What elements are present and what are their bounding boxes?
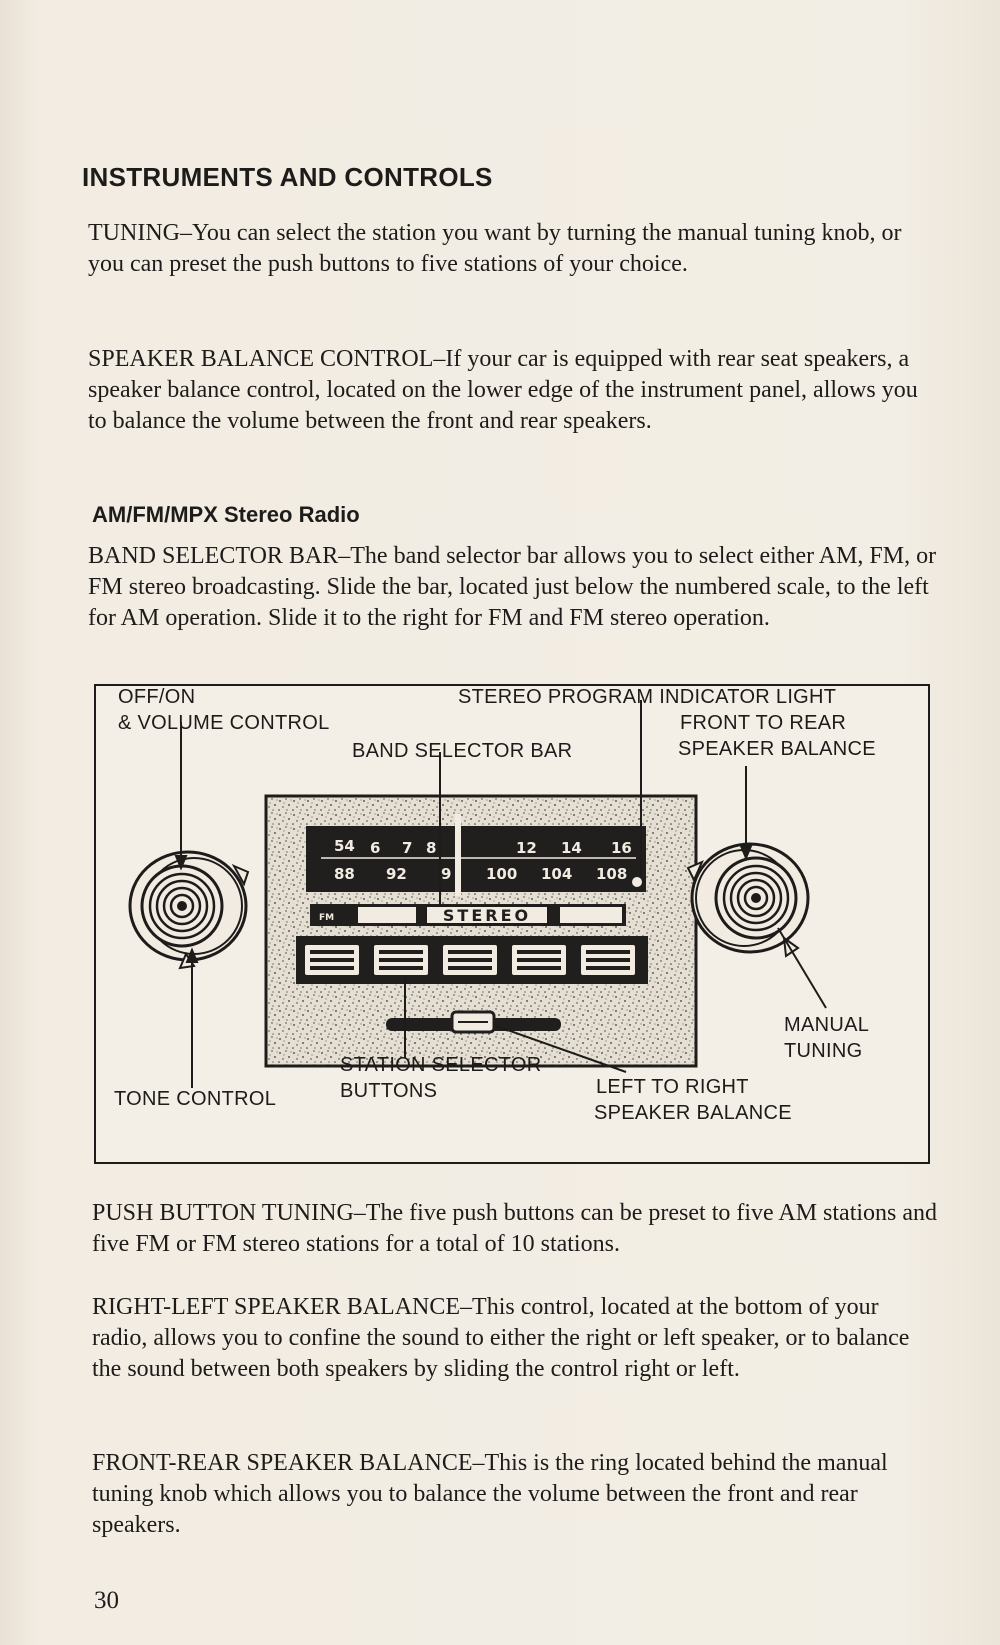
page-number: 30 [94, 1587, 119, 1614]
band-fm-text: FM [319, 913, 334, 923]
leader-lines [174, 700, 827, 1088]
paragraph-push-button-tuning: PUSH BUTTON TUNING–The five push buttons… [92, 1200, 938, 1257]
am-mark-8: 8 [426, 839, 436, 857]
band-selector-bar: FM STEREO [310, 904, 626, 926]
paragraph-front-rear-balance: FRONT-REAR SPEAKER BALANCE–This is the r… [92, 1450, 888, 1538]
manual-tuning-knob [686, 842, 810, 958]
left-right-balance-slider [386, 1010, 561, 1034]
section-subheading: AM/FM/MPX Stereo Radio [92, 502, 360, 527]
paragraph-tuning: TUNING–You can select the station you wa… [88, 220, 902, 277]
fm-mark-100: 100 [486, 865, 517, 883]
label-band-selector-bar: BAND SELECTOR BAR [352, 740, 573, 762]
am-mark-7: 7 [402, 839, 412, 857]
radio-illustration: 54 6 7 8 12 14 16 88 92 9 100 104 108 [128, 700, 827, 1088]
am-mark-14: 14 [561, 839, 582, 857]
am-mark-12: 12 [516, 839, 537, 857]
fm-mark-88: 88 [334, 865, 355, 883]
fm-mark-108: 108 [596, 865, 627, 883]
label-stereo-indicator: STEREO PROGRAM INDICATOR LIGHT [458, 686, 837, 708]
label-buttons: BUTTONS [340, 1080, 438, 1102]
label-tone-control: TONE CONTROL [114, 1088, 277, 1110]
stereo-indicator-light [632, 877, 642, 887]
label-front-to-rear: FRONT TO REAR [680, 712, 847, 734]
paragraph-right-left-balance: RIGHT-LEFT SPEAKER BALANCE–This control,… [92, 1294, 910, 1382]
fm-mark-9: 9 [441, 865, 451, 883]
am-mark-16: 16 [611, 839, 632, 857]
paragraph-speaker-balance: SPEAKER BALANCE CONTROL–If your car is e… [88, 346, 918, 434]
label-volume-control: & VOLUME CONTROL [118, 712, 330, 734]
page-heading: INSTRUMENTS AND CONTROLS [82, 162, 493, 192]
tuning-dial: 54 6 7 8 12 14 16 88 92 9 100 104 108 [306, 814, 646, 896]
am-mark-6: 6 [370, 839, 380, 857]
fm-mark-104: 104 [541, 865, 572, 883]
label-off-on: OFF/ON [118, 686, 196, 708]
label-speaker-balance: SPEAKER BALANCE [678, 738, 876, 760]
am-mark-54: 54 [334, 837, 355, 855]
label-manual: MANUAL [784, 1014, 870, 1036]
station-selector-buttons [296, 936, 648, 984]
band-stereo-text: STEREO [443, 906, 531, 925]
label-left-to-right: LEFT TO RIGHT [596, 1076, 749, 1098]
volume-knob [128, 850, 250, 970]
label-tuning: TUNING [784, 1040, 863, 1062]
paragraph-band-selector: BAND SELECTOR BAR–The band selector bar … [88, 543, 937, 631]
label-station-selector: STATION SELECTOR [340, 1054, 542, 1076]
fm-mark-92: 92 [386, 865, 407, 883]
label-lr-speaker-balance: SPEAKER BALANCE [594, 1102, 792, 1124]
radio-diagram: 54 6 7 8 12 14 16 88 92 9 100 104 108 [94, 684, 930, 1164]
